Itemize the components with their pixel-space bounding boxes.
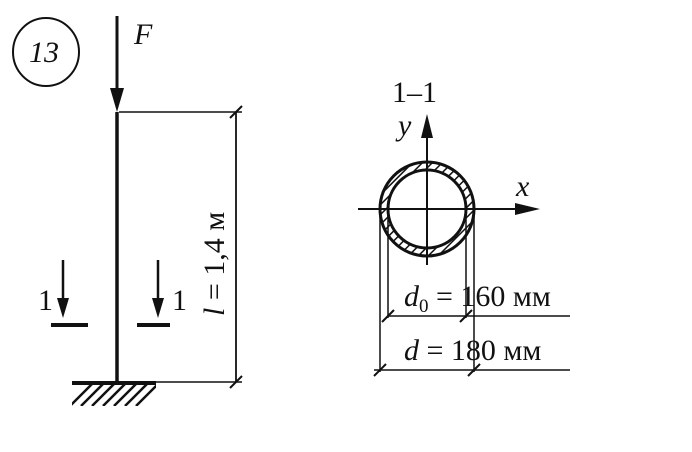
x-axis-label: x <box>515 170 530 203</box>
inner-diameter-tick-right <box>459 309 473 323</box>
section-mark-right-label: 1 <box>172 284 187 317</box>
ground-hatching <box>72 384 156 406</box>
problem-number: 13 <box>29 36 59 69</box>
length-label: l = 1,4 м <box>198 212 231 316</box>
section-mark-left-label: 1 <box>38 284 53 317</box>
force-label: F <box>133 18 153 51</box>
section-title: 1–1 <box>392 76 437 109</box>
outer-diameter-tick-left <box>373 363 387 377</box>
outer-diameter-label: d = 180 мм <box>404 334 541 367</box>
length-tick-top <box>229 105 243 119</box>
inner-diameter-label: d0 = 160 мм <box>404 280 551 317</box>
length-tick-bottom <box>229 375 243 389</box>
y-axis-arrow <box>421 114 433 138</box>
inner-diameter-tick-left <box>381 309 395 323</box>
section-arrow-left-head <box>57 298 69 318</box>
force-arrow-head <box>110 88 124 112</box>
outer-diameter-tick-right <box>467 363 481 377</box>
y-axis-label: y <box>395 109 412 142</box>
problem-number-circle <box>12 17 80 87</box>
x-axis-arrow <box>515 203 540 215</box>
section-arrow-right-head <box>152 298 164 318</box>
pipe-outer-contour <box>378 160 476 258</box>
pipe-inner-contour <box>386 168 468 250</box>
